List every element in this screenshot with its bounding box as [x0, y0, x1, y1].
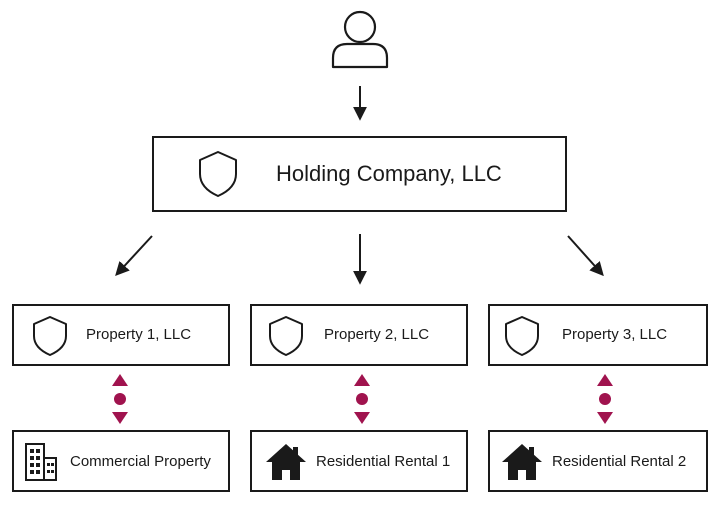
- house-icon: [266, 444, 306, 480]
- asset-box-2: Residential Rental 1: [250, 430, 468, 492]
- holding-company-box: Holding Company, LLC: [152, 136, 567, 212]
- house-icon: [502, 444, 542, 480]
- llc-label-1: Property 1, LLC: [86, 326, 192, 343]
- asset-box-3: Residential Rental 2: [488, 430, 708, 492]
- llc-label-2: Property 2, LLC: [324, 326, 430, 343]
- asset-box-1: Commercial Property: [12, 430, 230, 492]
- connector-3: [597, 374, 613, 424]
- llc-box-3: Property 3, LLC: [488, 304, 708, 366]
- shield-icon: [33, 316, 67, 356]
- llc-box-2: Property 2, LLC: [250, 304, 468, 366]
- asset-label-2: Residential Rental 1: [316, 453, 451, 470]
- arrow-holding-to-llc-1: [115, 235, 153, 277]
- shield-icon: [269, 316, 303, 356]
- building-icon: [25, 443, 57, 481]
- shield-icon: [505, 316, 539, 356]
- connector-1: [112, 374, 128, 424]
- llc-label-3: Property 3, LLC: [562, 326, 668, 343]
- shield-icon: [199, 151, 237, 197]
- asset-label-1: Commercial Property: [70, 453, 211, 470]
- asset-label-3: Residential Rental 2: [552, 453, 687, 470]
- holding-company-label: Holding Company, LLC: [276, 161, 502, 186]
- arrow-holding-to-llc-3: [567, 235, 604, 277]
- connector-2: [354, 374, 370, 424]
- llc-box-1: Property 1, LLC: [12, 304, 230, 366]
